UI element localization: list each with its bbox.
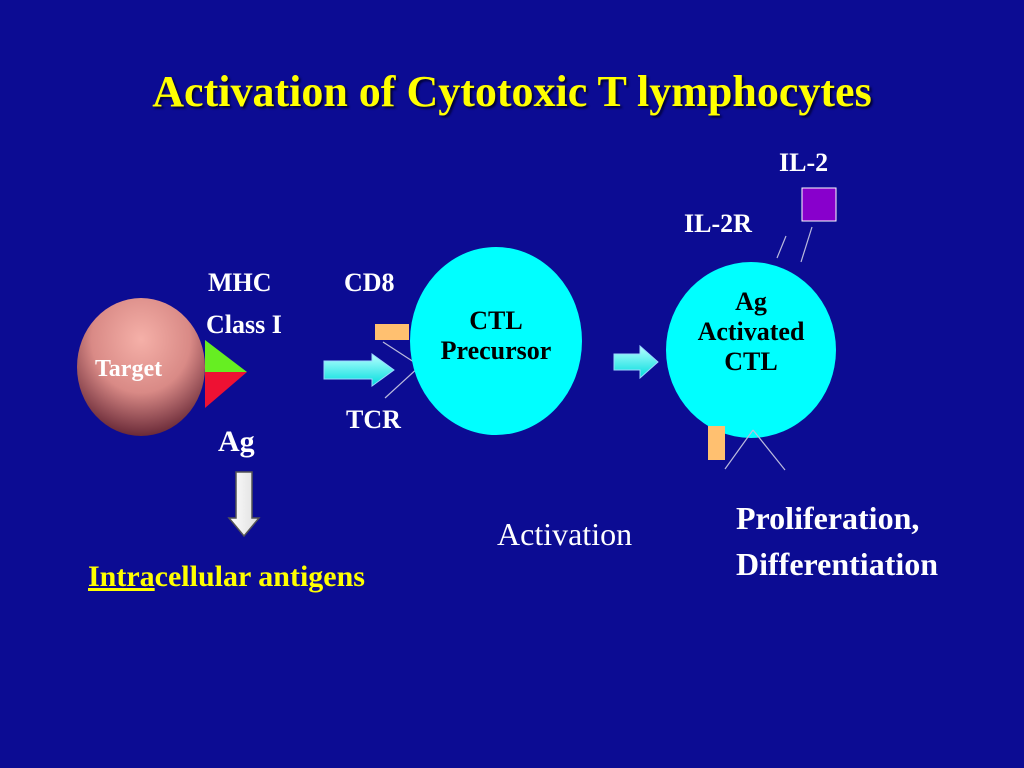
ctl-precursor-label: CTL Precursor xyxy=(410,306,582,366)
tcr-receptor-line-2 xyxy=(384,365,421,399)
class-i-label: Class I xyxy=(206,310,282,339)
activated-tcr-line-1 xyxy=(724,429,754,470)
intracellular-antigens-caption: Intracellular antigens xyxy=(88,560,365,594)
il2r-label: IL-2R xyxy=(684,209,752,238)
ctl-precursor-label-line2: Precursor xyxy=(440,336,552,365)
cd8-label: CD8 xyxy=(344,268,395,297)
activated-ctl-label-line3: CTL xyxy=(724,347,778,376)
activated-ctl-label-line2: Activated xyxy=(697,317,805,346)
il2-cytokine xyxy=(801,187,837,222)
activated-cd8-receptor xyxy=(708,426,725,460)
proliferation-caption-line2: Differentiation xyxy=(736,546,939,582)
activated-ctl-label-line1: Ag xyxy=(735,287,767,316)
il2r-receptor-line-2 xyxy=(800,226,813,263)
il2r-receptor-line-1 xyxy=(776,235,787,259)
il2-label: IL-2 xyxy=(779,148,829,177)
mhc-label: MHC xyxy=(208,268,272,297)
ag-label: Ag xyxy=(218,425,255,458)
proliferation-caption-line1: Proliferation, xyxy=(736,500,920,536)
target-cell-label: Target xyxy=(95,356,163,382)
ctl-precursor-cell xyxy=(410,247,582,435)
intracellular-prefix: Intra xyxy=(88,560,155,593)
mhc-class-i-bottom-shape xyxy=(205,372,247,408)
down-arrow xyxy=(227,471,261,538)
tcr-label: TCR xyxy=(346,405,401,434)
ctl-precursor-label-line1: CTL xyxy=(469,306,523,335)
activated-tcr-line-2 xyxy=(752,429,786,471)
target-cell xyxy=(77,298,205,436)
arrow-to-precursor xyxy=(323,353,395,387)
activated-ctl-label: Ag Activated CTL xyxy=(666,287,836,377)
arrow-to-activated xyxy=(613,344,659,380)
activated-ctl-cell xyxy=(666,262,836,438)
cd8-receptor xyxy=(375,324,409,340)
mhc-class-i-top-shape xyxy=(205,340,247,376)
intracellular-rest: cellular antigens xyxy=(154,560,365,593)
activation-caption: Activation xyxy=(497,516,633,552)
slide-title: Activation of Cytotoxic T lymphocytes xyxy=(152,67,872,116)
